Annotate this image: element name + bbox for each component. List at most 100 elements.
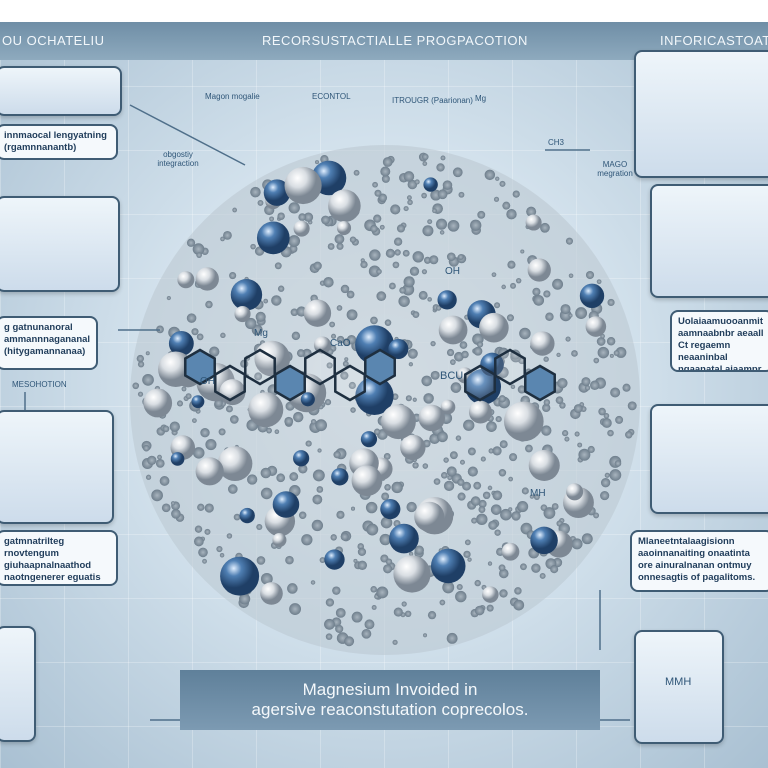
sphere <box>393 555 431 593</box>
texture-dot <box>493 196 500 202</box>
texture-dot <box>269 216 275 222</box>
texture-dot <box>484 169 496 181</box>
texture-dot <box>456 583 463 591</box>
texture-dot <box>346 334 357 345</box>
texture-dot <box>517 385 526 394</box>
texture-dot <box>540 222 550 233</box>
texture-dot <box>532 287 541 296</box>
texture-dot <box>430 370 440 380</box>
texture-dot <box>571 538 583 550</box>
texture-dot <box>541 425 552 436</box>
texture-dot <box>514 587 522 595</box>
texture-dot <box>506 314 514 322</box>
texture-dot <box>581 377 591 387</box>
texture-dot <box>392 261 400 269</box>
texture-dot <box>288 202 300 214</box>
texture-dot <box>406 195 412 201</box>
center-label-5: CH3 <box>548 138 565 147</box>
texture-dot <box>573 404 583 413</box>
texture-dot <box>315 160 320 165</box>
sphere <box>272 491 300 518</box>
texture-dot <box>525 444 533 453</box>
sphere <box>440 399 456 415</box>
texture-dot <box>499 180 506 187</box>
texture-dot <box>412 251 424 263</box>
texture-dot <box>559 402 566 409</box>
sphere <box>272 533 287 548</box>
texture-dot <box>381 174 390 183</box>
sphere <box>168 330 194 356</box>
texture-dot <box>457 492 466 501</box>
texture-dot <box>477 210 486 219</box>
structure-panel-left-3 <box>0 410 114 524</box>
texture-dot <box>284 416 294 426</box>
texture-dot <box>305 440 312 447</box>
texture-dot <box>543 399 551 406</box>
texture-dot <box>474 605 485 616</box>
texture-dot <box>382 157 393 167</box>
texture-dot <box>460 459 465 465</box>
texture-dot <box>303 212 314 222</box>
texture-dot <box>508 476 513 482</box>
texture-dot <box>500 508 512 521</box>
top-margin <box>0 0 768 22</box>
texture-dot <box>590 380 600 391</box>
texture-dot <box>254 372 263 381</box>
texture-dot <box>463 419 475 431</box>
texture-dot <box>507 260 516 269</box>
texture-dot <box>406 501 417 513</box>
texture-dot <box>562 430 569 437</box>
texture-dot <box>435 218 448 230</box>
texture-dot <box>452 167 463 178</box>
texture-dot <box>276 473 286 483</box>
texture-dot <box>526 206 537 217</box>
texture-dot <box>132 382 139 390</box>
texture-dot <box>510 384 516 390</box>
texture-dot <box>346 290 355 299</box>
texture-dot <box>169 421 180 432</box>
hexagon-ring <box>494 348 526 386</box>
texture-dot <box>336 242 344 250</box>
sphere <box>263 179 291 206</box>
texture-dot <box>517 500 529 513</box>
texture-dot <box>414 545 424 555</box>
hexagon-ring <box>184 348 216 386</box>
sphere <box>143 388 173 418</box>
texture-dot <box>394 249 401 256</box>
texture-dot <box>401 601 407 607</box>
texture-dot <box>398 295 410 307</box>
texture-dot <box>520 563 527 571</box>
texture-dot <box>575 307 588 320</box>
texture-dot <box>232 207 238 213</box>
texture-dot <box>492 490 503 501</box>
texture-dot <box>467 466 478 477</box>
texture-dot <box>439 230 445 235</box>
texture-dot <box>250 186 261 198</box>
texture-dot <box>478 499 487 508</box>
texture-dot <box>492 446 502 456</box>
texture-dot <box>298 464 308 474</box>
texture-dot <box>557 377 568 389</box>
texture-dot <box>274 429 280 435</box>
texture-dot <box>520 249 525 254</box>
sphere <box>303 299 332 327</box>
texture-dot <box>289 472 299 481</box>
texture-dot <box>324 399 332 406</box>
texture-dot <box>332 586 341 595</box>
texture-dot <box>310 419 317 425</box>
texture-dot <box>421 375 433 387</box>
texture-dot <box>422 225 434 237</box>
texture-dot <box>609 469 622 481</box>
texture-dot <box>615 415 624 424</box>
texture-dot <box>323 277 334 288</box>
texture-dot <box>458 191 465 198</box>
texture-dot <box>499 589 508 598</box>
texture-dot <box>379 224 385 230</box>
texture-dot <box>512 190 520 198</box>
texture-dot <box>361 628 372 639</box>
texture-dot <box>578 448 591 461</box>
texture-dot <box>257 199 264 206</box>
texture-dot <box>519 327 531 340</box>
texture-dot <box>335 608 346 618</box>
center-label-11: OH <box>445 266 460 277</box>
